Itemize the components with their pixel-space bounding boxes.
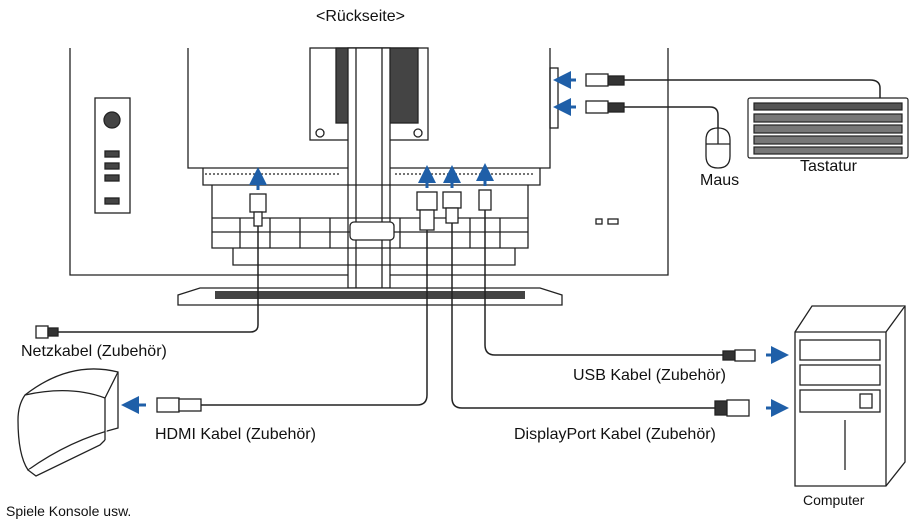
arrows [121,71,789,417]
label-netzkabel: Netzkabel (Zubehör) [21,343,167,360]
label-tastatur: Tastatur [800,158,857,175]
cables [58,79,881,409]
game-console-icon [17,368,119,477]
label-displayport-kabel: DisplayPort Kabel (Zubehör) [514,426,716,443]
label-hdmi-kabel: HDMI Kabel (Zubehör) [155,426,316,443]
computer-icon [794,305,906,487]
keyboard-icon [747,97,909,159]
connectors [35,73,756,417]
page-title: <Rückseite> [316,8,405,25]
label-usb-kabel: USB Kabel (Zubehör) [573,367,726,384]
label-maus: Maus [700,172,740,189]
label-computer: Computer [803,492,865,508]
mouse-icon [705,127,731,169]
monitor-back [69,47,669,306]
label-spiele-konsole: Spiele Konsole usw. [6,503,132,519]
